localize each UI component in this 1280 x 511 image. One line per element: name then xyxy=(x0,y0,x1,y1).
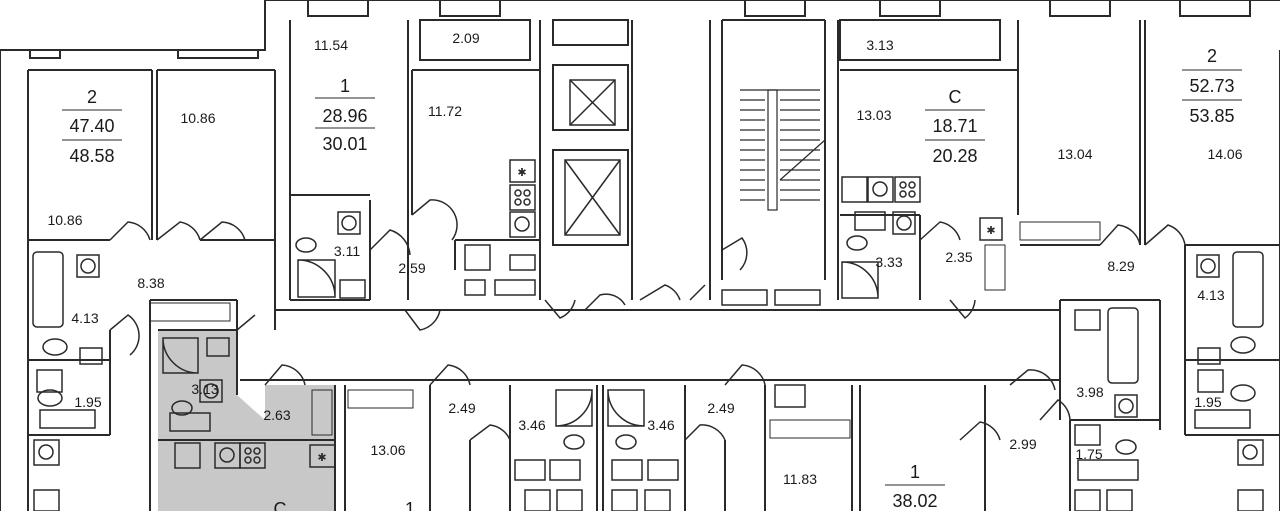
ventilation-shaft-icon: ✱ ✱ ✱ xyxy=(309,159,1003,468)
room-area: 2.09 xyxy=(452,30,479,46)
room-area: 10.86 xyxy=(47,212,82,228)
room-area: 2.63 xyxy=(263,407,290,423)
apartment-rooms: 1 xyxy=(405,499,415,511)
svg-text:✱: ✱ xyxy=(317,452,326,464)
room-area: 10.86 xyxy=(180,110,215,126)
bathtub-icon xyxy=(32,251,1264,384)
apartment-rooms: 1 xyxy=(340,76,350,96)
door-swings xyxy=(109,199,1186,441)
room-area: 8.29 xyxy=(1107,258,1134,274)
highlighted-apartment xyxy=(158,330,335,511)
room-area: 11.72 xyxy=(428,103,462,119)
apartment-total-area: 30.01 xyxy=(322,134,367,154)
stove-icon xyxy=(33,176,1264,511)
apartment-total-area: 53.85 xyxy=(1189,106,1234,126)
apartment-total-area: 48.58 xyxy=(69,146,114,166)
svg-text:✱: ✱ xyxy=(517,167,526,179)
apartment-label-1-bottom-left: 1 xyxy=(405,499,415,511)
room-area-labels: 10.86 10.86 8.38 4.13 1.95 11.54 2.09 11… xyxy=(47,30,1242,487)
interior-walls xyxy=(27,19,1280,511)
room-area: 3.33 xyxy=(875,254,902,270)
room-area: 2.59 xyxy=(398,260,425,276)
apartment-total-area: 20.28 xyxy=(932,146,977,166)
room-area: 13.03 xyxy=(856,107,891,123)
room-area: 2.99 xyxy=(1009,436,1036,452)
room-area: 2.49 xyxy=(448,400,475,416)
elevator-icon xyxy=(564,79,621,236)
apartment-label-studio-bottom: С xyxy=(274,499,287,511)
room-area: 13.06 xyxy=(370,442,405,458)
room-area: 3.98 xyxy=(1076,384,1103,400)
apartment-label-1-bottom-right: 1 38.02 xyxy=(885,462,945,511)
room-area: 13.04 xyxy=(1057,146,1092,162)
room-area: 1.75 xyxy=(1075,446,1102,462)
room-area: 11.83 xyxy=(783,471,817,487)
room-area: 2.49 xyxy=(707,400,734,416)
apartment-rooms: 1 xyxy=(910,462,920,482)
shower-icon xyxy=(162,259,879,427)
room-area: 3.13 xyxy=(866,37,893,53)
apartment-label-left-2: 2 47.40 48.58 xyxy=(62,87,122,166)
toilet-icon xyxy=(37,235,1256,455)
room-area: 3.46 xyxy=(647,417,674,433)
radiators xyxy=(149,221,1101,439)
apartment-label-1-top: 1 28.96 30.01 xyxy=(315,76,375,154)
sink-icon xyxy=(36,279,1224,446)
apartment-living-area: 38.02 xyxy=(892,491,937,511)
apartment-rooms: 2 xyxy=(1207,46,1217,66)
room-area: 3.13 xyxy=(191,381,218,397)
apartment-living-area: 18.71 xyxy=(932,116,977,136)
apartment-rooms: 2 xyxy=(87,87,97,107)
apartment-living-area: 28.96 xyxy=(322,106,367,126)
apartment-rooms: С xyxy=(949,87,962,107)
room-area: 2.35 xyxy=(945,249,972,265)
room-area: 3.46 xyxy=(518,417,545,433)
room-area: 4.13 xyxy=(71,310,98,326)
apartment-rooms: С xyxy=(274,499,287,511)
room-area: 4.13 xyxy=(1197,287,1224,303)
room-area: 1.95 xyxy=(1194,394,1221,410)
room-area: 8.38 xyxy=(137,275,164,291)
room-area: 14.06 xyxy=(1207,146,1242,162)
apartment-label-studio-top: С 18.71 20.28 xyxy=(925,87,985,166)
room-area: 11.54 xyxy=(314,37,348,53)
room-area: 3.11 xyxy=(334,243,360,259)
svg-text:✱: ✱ xyxy=(986,225,995,237)
kitchen-counters xyxy=(39,176,1251,481)
apartment-label-right-2: 2 52.73 53.85 xyxy=(1182,46,1242,126)
apartment-living-area: 52.73 xyxy=(1189,76,1234,96)
apartment-living-area: 47.40 xyxy=(69,116,114,136)
washing-machine-icon xyxy=(76,211,1220,418)
stairs-icon xyxy=(740,89,826,211)
room-area: 1.95 xyxy=(74,394,101,410)
